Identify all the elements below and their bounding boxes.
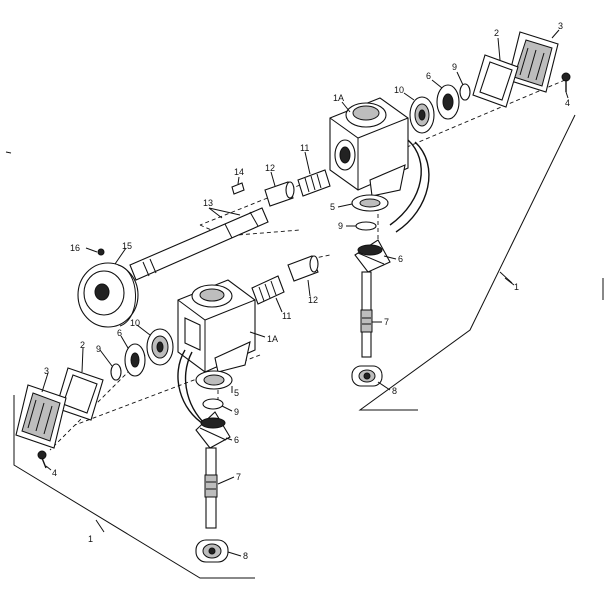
ring-9-left	[110, 363, 122, 381]
shaft-7-bottom	[204, 447, 218, 529]
label-gasket-top: 2	[494, 28, 499, 38]
label-bearing-top: 10	[394, 85, 404, 95]
label-ring-9-left: 9	[96, 344, 101, 354]
ring-9-right	[355, 221, 377, 231]
label-shaft-13: 13	[203, 198, 213, 208]
label-screw-bottom: 4	[52, 468, 57, 478]
housing-bottom	[177, 279, 256, 373]
bearing-5-top	[351, 194, 389, 212]
gasket-top	[472, 54, 519, 108]
screw-bottom	[37, 450, 47, 469]
shaft-part-12-top	[264, 181, 295, 207]
bearing-top	[409, 96, 435, 134]
label-bearing-5-top: 5	[330, 202, 335, 212]
label-shaft-11-top: 11	[300, 143, 309, 153]
bearing-8-bottom	[195, 539, 229, 563]
label-key: 14	[234, 167, 244, 177]
label-shaft-7-bottom: 7	[236, 472, 241, 482]
shaft-part-11-mid	[251, 275, 285, 305]
label-shaft-12-top: 12	[265, 163, 275, 173]
label-pulley-screw: 16	[70, 243, 80, 253]
label-cover-bottom: 3	[44, 366, 49, 376]
label-gear-6-right: 6	[398, 254, 403, 264]
ring-9-bottom	[202, 398, 224, 410]
label-gear-6-bottom: 6	[234, 435, 239, 445]
cover-plate-bottom	[15, 384, 67, 449]
label-screw-top: 4	[565, 98, 570, 108]
label-bracket-1-left: 1	[88, 534, 93, 544]
pulley-screw	[97, 248, 105, 256]
cover-plate-top	[507, 31, 559, 93]
shaft-part-12-mid	[287, 255, 319, 282]
gear-6-bottom	[195, 411, 231, 449]
shaft-13	[129, 207, 269, 281]
label-pulley: 15	[122, 241, 132, 251]
housing-top	[329, 97, 409, 197]
label-ring-top: 9	[452, 62, 457, 72]
label-bracket-1-right: 1	[514, 282, 519, 292]
label-gear-6-left: 6	[117, 328, 122, 338]
bearing-10-bottom	[146, 328, 174, 366]
label-ring-9-bottom: 9	[234, 407, 239, 417]
gasket-bottom	[55, 367, 104, 421]
leader-lines	[41, 29, 569, 557]
bracket-right	[358, 114, 576, 411]
gear-top	[436, 84, 460, 120]
label-bearing-8-right: 8	[392, 386, 397, 396]
label-gasket-bottom: 2	[80, 340, 85, 350]
bearing-8-right	[351, 365, 383, 387]
label-bearing-5-bottom: 5	[234, 388, 239, 398]
key	[231, 182, 245, 195]
label-shaft-12-mid: 12	[308, 295, 318, 305]
hose-right	[389, 139, 430, 233]
bearing-5-bottom	[195, 370, 233, 390]
label-housing-bottom: 1A	[267, 334, 278, 344]
label-shaft-11-mid: 11	[282, 311, 291, 321]
gear-6-right	[354, 239, 391, 273]
label-housing-top: 1A	[333, 93, 344, 103]
bracket-left	[13, 395, 255, 579]
pulley	[77, 262, 139, 328]
ring-top	[459, 83, 471, 101]
label-cover-top: 3	[558, 21, 563, 31]
screw-top	[561, 72, 571, 92]
label-ring-9-right: 9	[338, 221, 343, 231]
label-bearing-8-bottom: 8	[243, 551, 248, 561]
scan-marks	[5, 151, 604, 300]
gear-6-left	[124, 343, 146, 377]
shaft-part-11-top	[297, 169, 331, 197]
label-gear-top: 6	[426, 71, 431, 81]
label-shaft-7-right: 7	[384, 317, 389, 327]
shaft-7-right	[360, 271, 373, 358]
label-bearing-10-bottom: 10	[130, 318, 140, 328]
